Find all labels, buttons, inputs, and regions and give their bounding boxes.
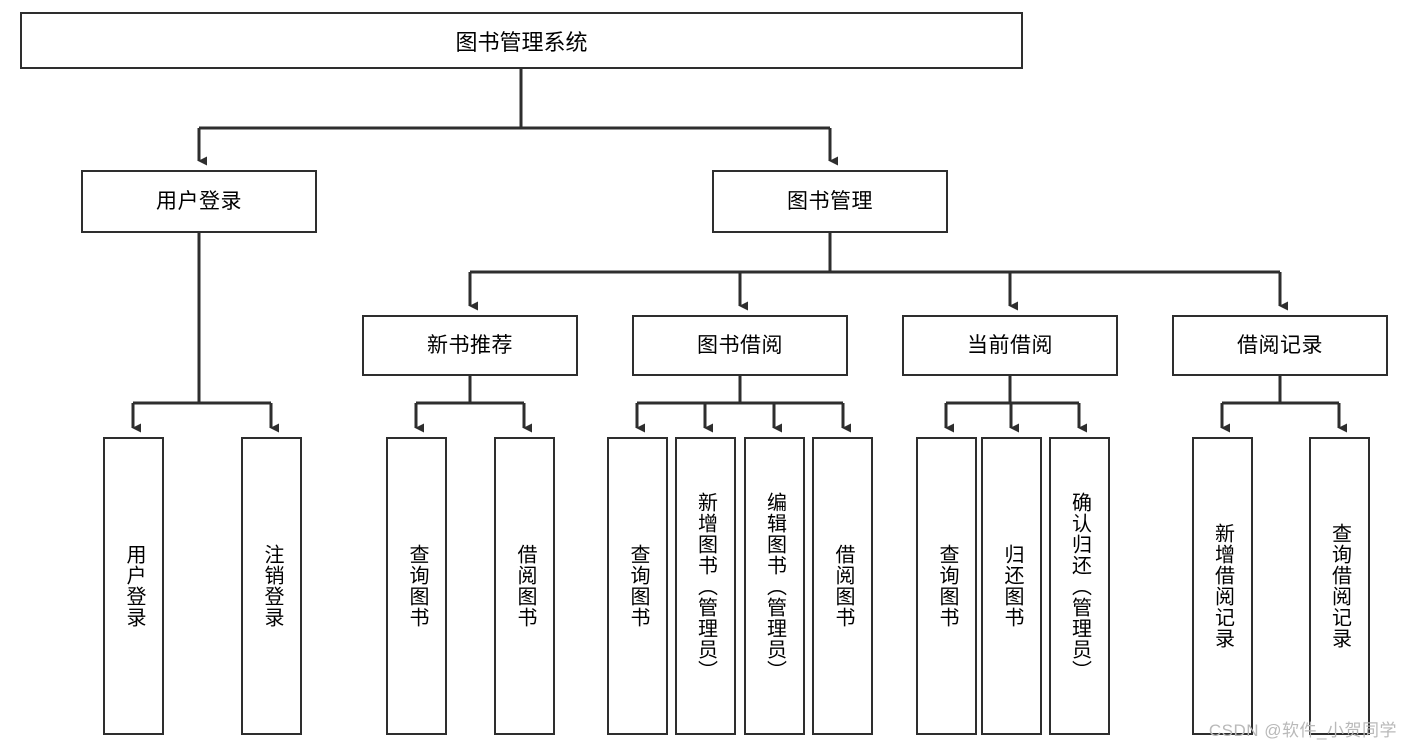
leaf-label: 查询图书 — [627, 544, 649, 628]
leaf-edit-book-admin[interactable]: 编辑图书（管理员） — [744, 437, 805, 735]
leaf-user-login[interactable]: 用户登录 — [103, 437, 164, 735]
node-label: 当前借阅 — [967, 333, 1053, 357]
node-current-borrow[interactable]: 当前借阅 — [902, 315, 1118, 376]
node-root-book-management-system[interactable]: 图书管理系统 — [20, 12, 1023, 69]
leaf-borrow-book[interactable]: 借阅图书 — [812, 437, 873, 735]
leaf-query-book-current[interactable]: 查询图书 — [916, 437, 977, 735]
leaf-label: 查询图书 — [936, 544, 958, 628]
leaf-label: 归还图书 — [1001, 544, 1023, 628]
leaf-label: 注销登录 — [261, 544, 283, 628]
leaf-label: 编辑图书（管理员） — [763, 491, 786, 681]
leaf-label: 确认归还（管理员） — [1068, 491, 1091, 681]
node-borrow-record[interactable]: 借阅记录 — [1172, 315, 1388, 376]
leaf-label: 用户登录 — [123, 544, 145, 628]
node-label: 用户登录 — [156, 189, 242, 213]
leaf-query-book-recommend[interactable]: 查询图书 — [386, 437, 447, 735]
leaf-return-book[interactable]: 归还图书 — [981, 437, 1042, 735]
node-book-management[interactable]: 图书管理 — [712, 170, 948, 233]
leaf-logout-login[interactable]: 注销登录 — [241, 437, 302, 735]
leaf-add-borrow-record[interactable]: 新增借阅记录 — [1192, 437, 1253, 735]
node-label: 新书推荐 — [427, 333, 513, 357]
leaf-query-borrow-record[interactable]: 查询借阅记录 — [1309, 437, 1370, 735]
leaf-label: 查询借阅记录 — [1328, 523, 1351, 649]
node-label: 图书管理系统 — [455, 29, 588, 55]
leaf-borrow-book-recommend[interactable]: 借阅图书 — [494, 437, 555, 735]
node-user-login[interactable]: 用户登录 — [81, 170, 317, 233]
leaf-label: 新增图书（管理员） — [694, 491, 717, 681]
node-label: 图书管理 — [787, 189, 873, 213]
leaf-query-book-borrow[interactable]: 查询图书 — [607, 437, 668, 735]
node-label: 图书借阅 — [697, 333, 783, 357]
leaf-label: 借阅图书 — [832, 544, 854, 628]
leaf-label: 新增借阅记录 — [1211, 523, 1234, 649]
node-label: 借阅记录 — [1237, 333, 1323, 357]
watermark: CSDN @软件_小贺同学 — [1208, 721, 1397, 740]
leaf-add-book-admin[interactable]: 新增图书（管理员） — [675, 437, 736, 735]
node-new-book-recommend[interactable]: 新书推荐 — [362, 315, 578, 376]
leaf-label: 借阅图书 — [514, 544, 536, 628]
leaf-confirm-return-admin[interactable]: 确认归还（管理员） — [1049, 437, 1110, 735]
node-book-borrow[interactable]: 图书借阅 — [632, 315, 848, 376]
leaf-label: 查询图书 — [406, 544, 428, 628]
